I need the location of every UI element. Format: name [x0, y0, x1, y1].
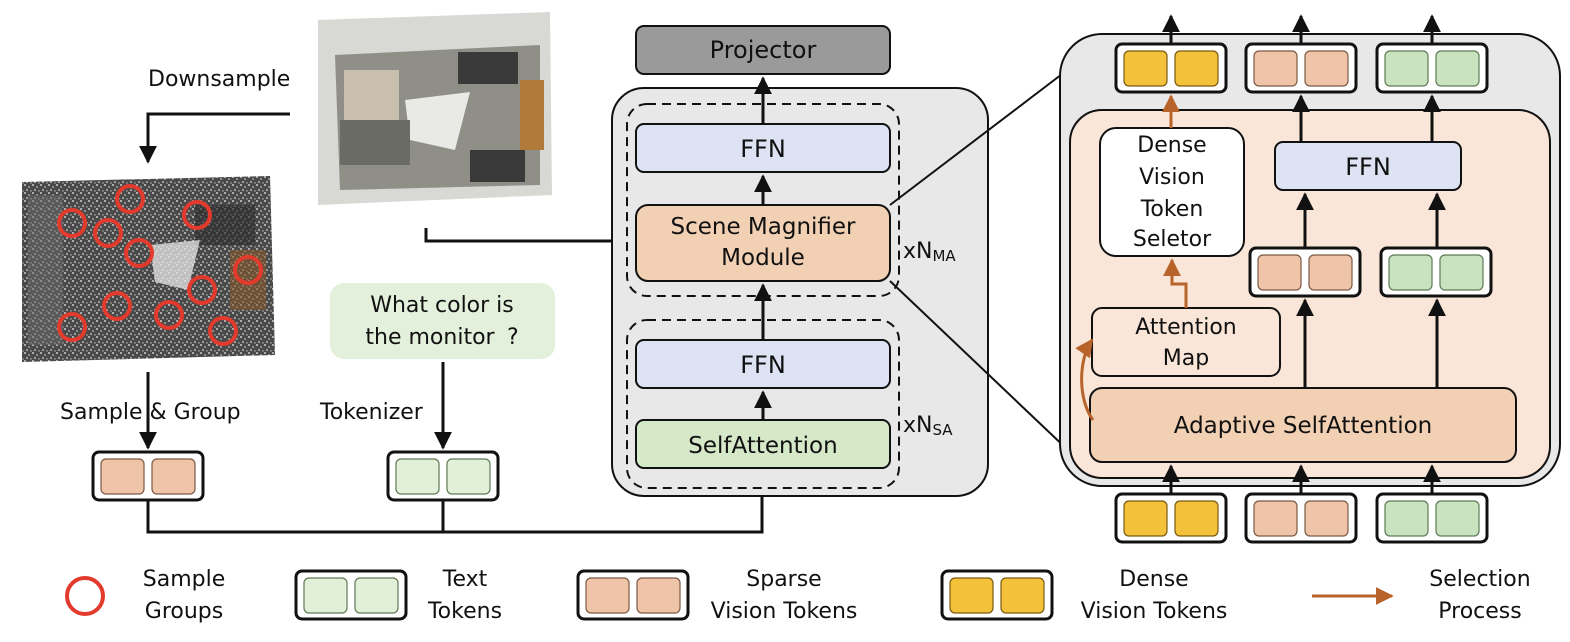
- output-dense-token-group: [1114, 42, 1228, 94]
- right-flow-arrows: [1292, 94, 1446, 388]
- projector-label: Projector: [710, 36, 817, 64]
- text-token: [1435, 50, 1480, 87]
- zoom-line-bottom: [889, 280, 1071, 453]
- projector-box: [635, 25, 891, 75]
- mid-sparse-token-group: [1248, 246, 1362, 298]
- question-mark: ?: [507, 325, 519, 350]
- sample-circle: [182, 200, 212, 230]
- selector-line1: Dense: [1137, 133, 1206, 158]
- question-text-line1: What color is: [370, 293, 514, 318]
- question-bubble: [330, 283, 555, 359]
- output-arrows: [1162, 14, 1441, 44]
- text-token: [1384, 500, 1429, 537]
- legend-text-tokens-2: Tokens: [427, 599, 502, 624]
- ffn-right-label: FFN: [1345, 153, 1391, 181]
- sparse-token: [585, 577, 630, 614]
- sample-circle: [102, 291, 132, 321]
- sample-group-label: Sample & Group: [60, 400, 241, 425]
- dense-token: [1174, 500, 1219, 537]
- dense-token: [1174, 50, 1219, 87]
- ffn-top-label: FFN: [740, 135, 786, 163]
- sparse-token: [1304, 500, 1349, 537]
- mid-text-token-group: [1379, 246, 1493, 298]
- ffn-right-box: [1274, 141, 1462, 191]
- room-render-image: [318, 12, 552, 205]
- input-dense-token-group: [1114, 492, 1228, 544]
- sample-circle: [124, 238, 154, 268]
- text-token: [1388, 254, 1433, 291]
- legend-text-tokens-1: Text: [442, 567, 488, 592]
- sparse-token: [1308, 254, 1353, 291]
- zoom-line-top: [889, 67, 1071, 206]
- text-token: [1439, 254, 1484, 291]
- downsample-label: Downsample: [148, 67, 290, 92]
- sample-circle: [187, 275, 217, 305]
- attention-map-line2: Map: [1163, 346, 1209, 371]
- legend-sparse-tokens-1: Sparse: [746, 567, 821, 592]
- input-arrows: [1162, 464, 1441, 494]
- sample-circle: [154, 300, 184, 330]
- legend: Sample Groups Text Tokens Sparse Vision …: [65, 567, 1531, 624]
- smm-label-line1: Scene Magnifier: [670, 214, 856, 240]
- output-text-token-group: [1375, 42, 1489, 94]
- legend-sparse-tokens-2: Vision Tokens: [711, 599, 858, 624]
- red-circle-icon: [65, 576, 105, 616]
- dense-token: [1123, 500, 1168, 537]
- sparse-vision-token-group: [91, 450, 205, 502]
- dense-token: [1123, 50, 1168, 87]
- legend-sample-groups-2: Groups: [145, 599, 223, 624]
- legend-selection-1: Selection: [1429, 567, 1530, 592]
- selector-line3: Token: [1140, 197, 1204, 222]
- output-sparse-token-group: [1244, 42, 1358, 94]
- text-token: [1384, 50, 1429, 87]
- adaptive-self-attention-label: Adaptive SelfAttention: [1174, 413, 1433, 439]
- self-attention-label: SelfAttention: [688, 433, 837, 459]
- nma-label: xNMA: [903, 239, 956, 265]
- tokenizer-label: Tokenizer: [319, 400, 424, 425]
- nsa-label: xNSA: [903, 413, 953, 439]
- attention-map-line1: Attention: [1135, 315, 1237, 340]
- sparse-token: [1257, 254, 1302, 291]
- text-token: [446, 458, 491, 495]
- smm-label-line2: Module: [721, 245, 805, 271]
- selector-line4: Seletor: [1133, 227, 1212, 252]
- legend-sample-groups-1: Sample: [143, 567, 226, 592]
- text-token: [303, 577, 348, 614]
- legend-dense-tokens-1: Dense: [1119, 567, 1188, 592]
- sample-circle: [57, 208, 87, 238]
- sample-circle: [208, 316, 238, 346]
- sample-circle: [57, 312, 87, 342]
- sparse-token: [1253, 500, 1298, 537]
- question-text-line2: the monitor: [365, 325, 495, 350]
- input-text-token-group: [1375, 492, 1489, 544]
- sparse-token: [1304, 50, 1349, 87]
- legend-selection-2: Process: [1438, 599, 1521, 624]
- text-token: [1435, 500, 1480, 537]
- text-token: [395, 458, 440, 495]
- text-token: [354, 577, 399, 614]
- text-token-group: [386, 450, 500, 502]
- dense-token: [1000, 577, 1045, 614]
- sparse-token: [1253, 50, 1298, 87]
- selector-line2: Vision: [1139, 165, 1205, 190]
- input-sparse-token-group: [1244, 492, 1358, 544]
- dense-token: [949, 577, 994, 614]
- sparse-token: [636, 577, 681, 614]
- adaptive-self-attention-box: [1089, 387, 1517, 463]
- selection-arrows: [1075, 94, 1188, 421]
- sparse-token: [151, 458, 196, 495]
- sample-circle: [93, 218, 123, 248]
- ffn-bottom-label: FFN: [740, 351, 786, 379]
- sample-circle: [115, 184, 145, 214]
- middle-stack-panel: [611, 87, 989, 497]
- legend-dense-tokens-2: Vision Tokens: [1081, 599, 1228, 624]
- sample-circle: [233, 255, 263, 285]
- sample-group-circles: [57, 184, 263, 346]
- sparse-token: [100, 458, 145, 495]
